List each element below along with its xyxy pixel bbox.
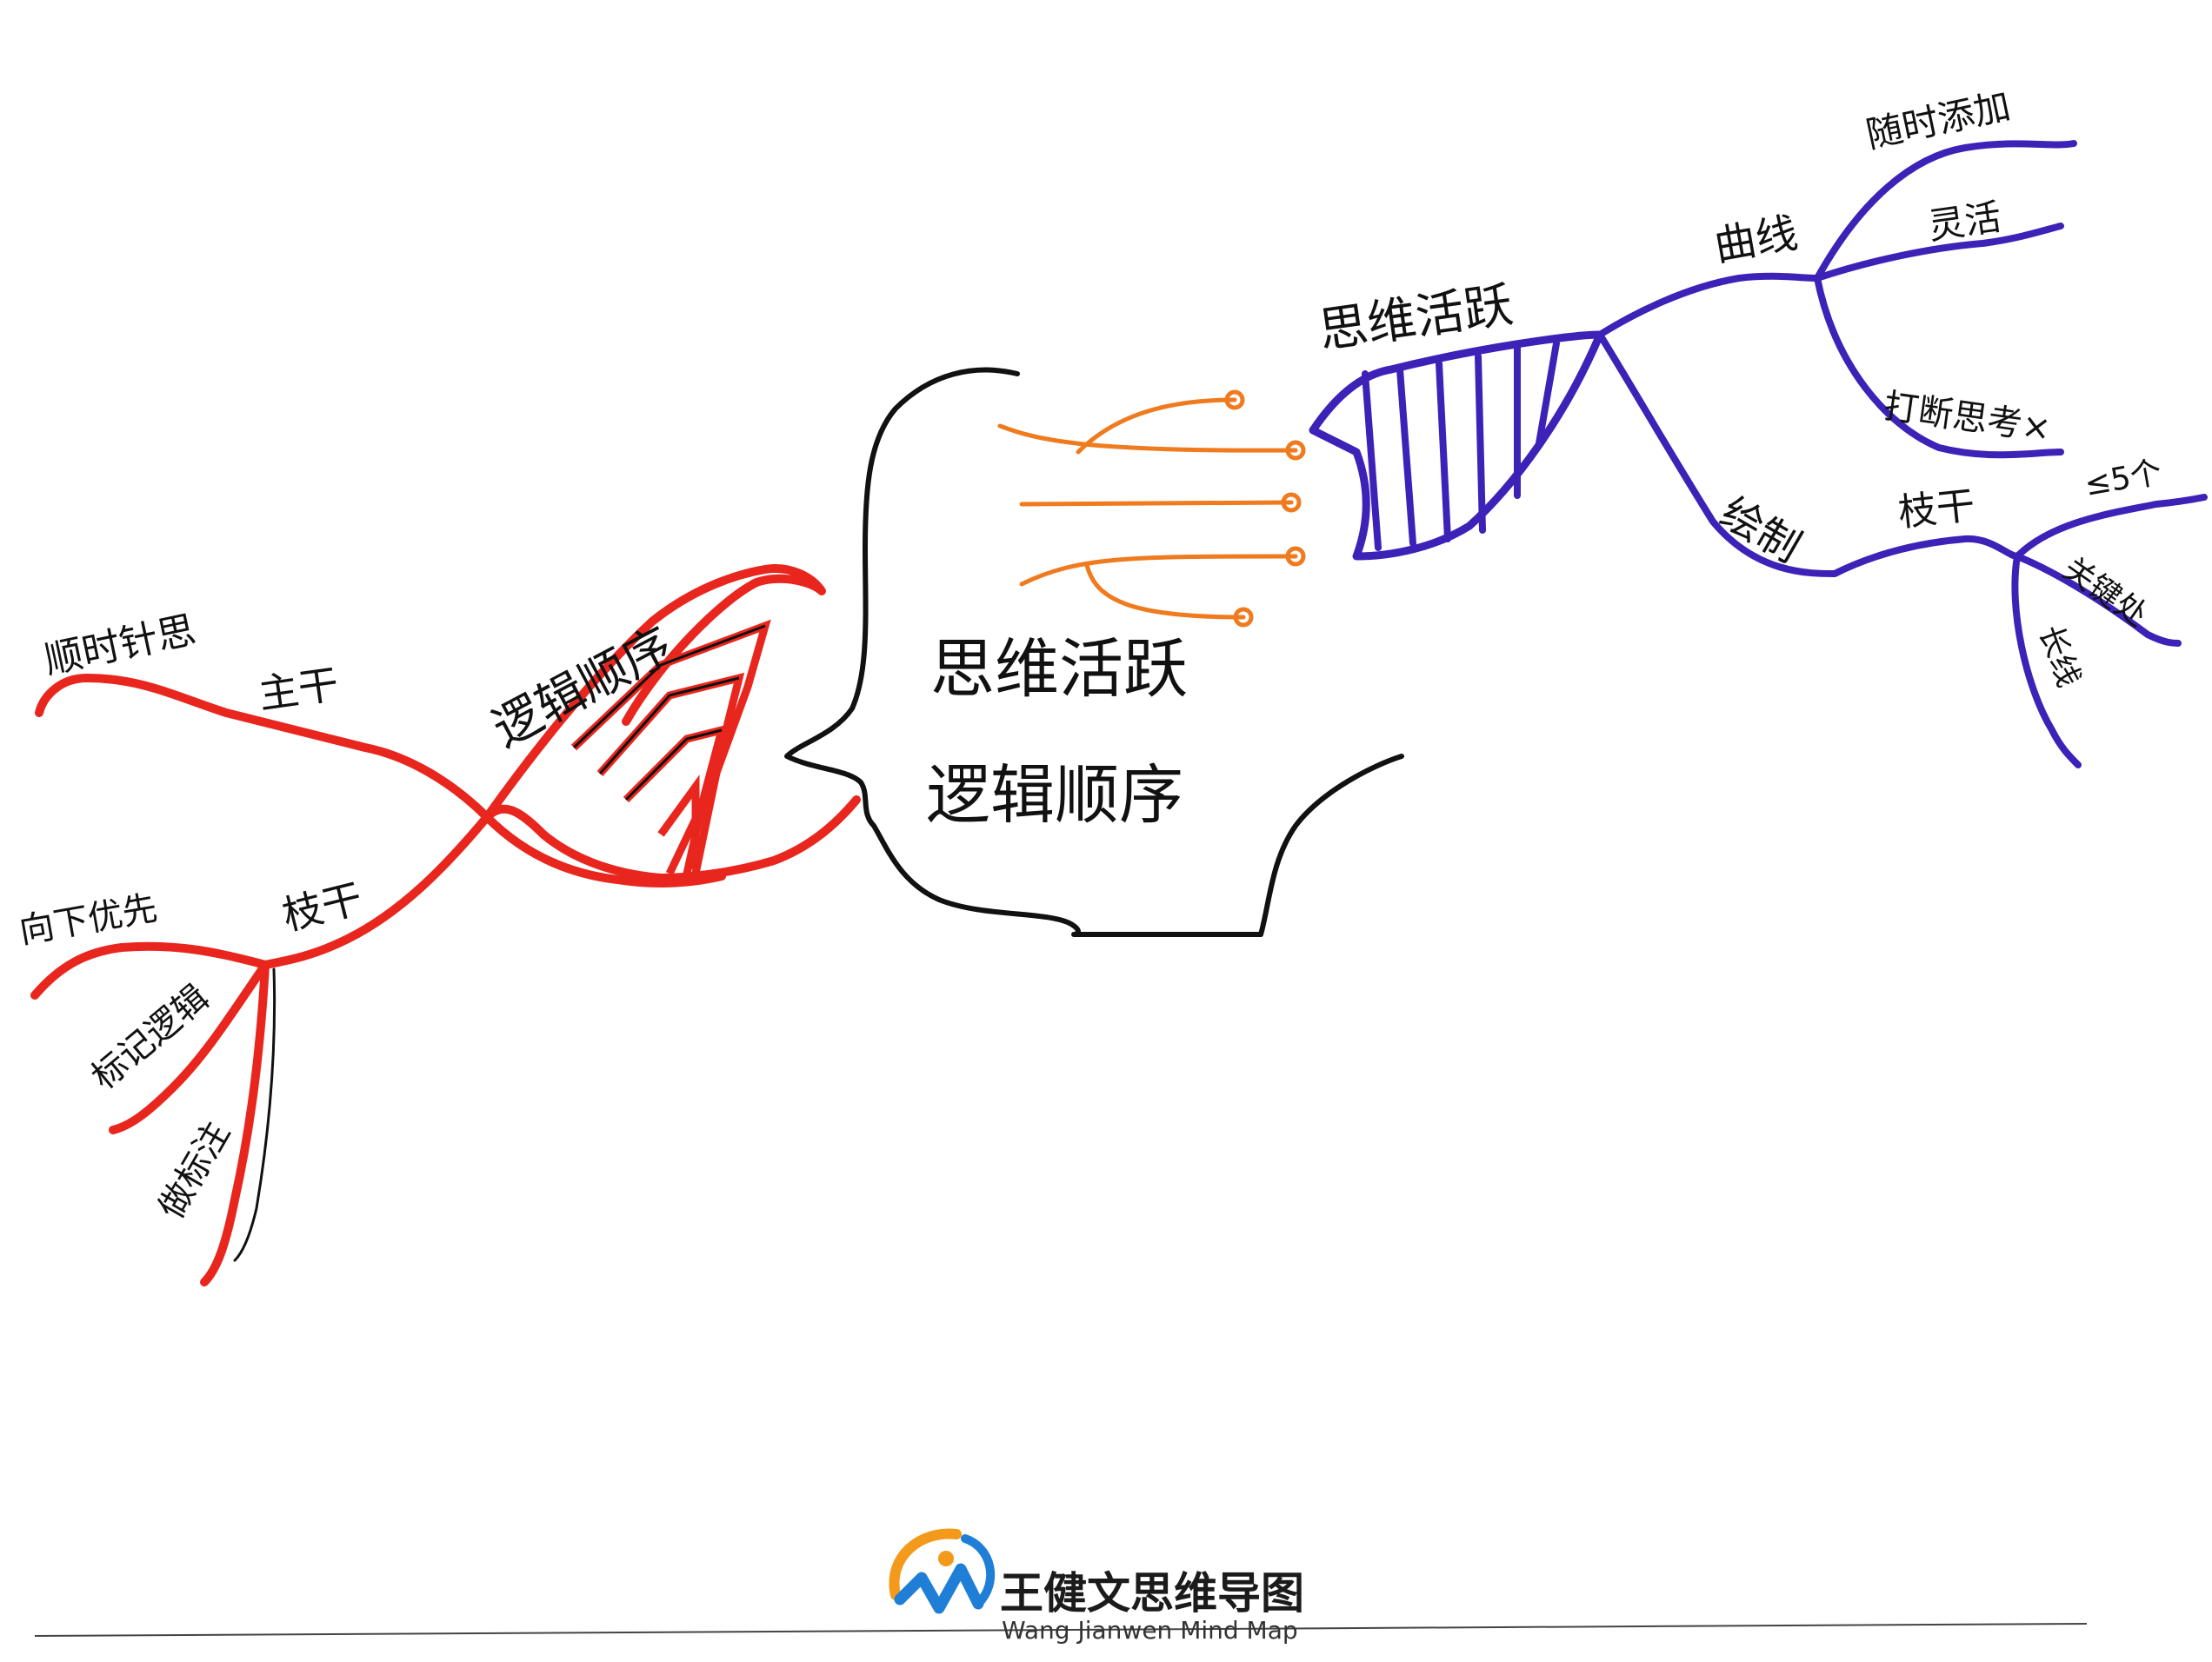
head-outline [784,367,1404,937]
left-main-shape [483,564,861,882]
right-sub2-grandchild-2: 关键处 [2056,551,2154,635]
left-twig-2 [109,961,270,1134]
idea-dot-1 [1224,389,1245,410]
curve-line-1 [1814,140,2077,282]
left-chevron-outlines [572,624,766,801]
right-sub1-label: 曲线 [1710,209,1801,271]
idea-dot-4 [1285,546,1306,567]
right-limb-upper [1596,272,1821,338]
left-twig-1 [30,941,270,1000]
center-text-line2: 逻辑顺序 [926,758,1183,833]
left-twig-3 [200,961,270,1286]
right-main-stripes [1362,340,1560,551]
right-sub2-child: 枝干 [1896,483,1977,535]
right-main-shape [1309,330,1604,561]
center-text-line1: 思维活跃 [930,632,1188,707]
left-branch: 逻辑顺序 主干 顺时针思 枝干 向下优先 标记逻辑 做标注 [17,564,861,1286]
brand-logo-icon [889,1528,996,1614]
left-sub2-child-3: 做标注 [151,1115,238,1226]
left-sub2-child-1: 向下优先 [17,888,161,952]
right-sub2-grandchild-1: ≤5个 [2082,455,2164,503]
idea-dot-3 [1281,492,1302,513]
twig-line-3 [2011,553,2082,768]
left-twig-3-shadow [233,967,276,1262]
idea-dot-5 [1233,607,1254,628]
idea-line-4 [1019,554,1298,587]
left-limb-upper [35,673,491,821]
idea-line-2 [997,423,1298,453]
right-branch: 思维活跃 曲线 随时添加 灵活 打断思考× 绘制 枝干 ≤5个 关键处 长线 [1309,84,2208,768]
twig-line-2 [2014,553,2182,647]
left-sub1-child-1: 顺时针思 [41,608,200,682]
left-sub2-child-2: 标记逻辑 [84,978,217,1098]
idea-line-5 [1084,562,1246,620]
right-sub1-child-3: 打断思考× [1882,386,2054,449]
brand-subtitle: Wang Jianwen Mind Map [1002,1616,1298,1645]
right-limb-lower [1596,331,2021,578]
left-sub1-label: 主干 [256,661,342,718]
left-sub2-label: 枝干 [278,874,367,940]
right-sub1-child-2: 灵活 [1926,196,2004,248]
brand-title: 王健文思维导图 [1000,1568,1304,1619]
footer-divider [34,1623,2088,1637]
left-main-underline [483,813,726,888]
twig-line-1 [2014,494,2208,560]
right-sub2-grandchild-3: 长线 [2032,621,2087,692]
central-head: 思维活跃 逻辑顺序 [784,367,1404,937]
branding: 王健文思维导图 Wang Jianwen Mind Map [34,1528,2088,1645]
curve-line-2 [1814,223,2064,282]
idea-dot-2 [1285,440,1306,461]
left-limb-lower [261,813,491,969]
idea-line-3 [1019,500,1294,507]
curve-line-3 [1814,275,2064,459]
idea-lines [997,389,1306,628]
idea-line-1 [1076,397,1237,455]
